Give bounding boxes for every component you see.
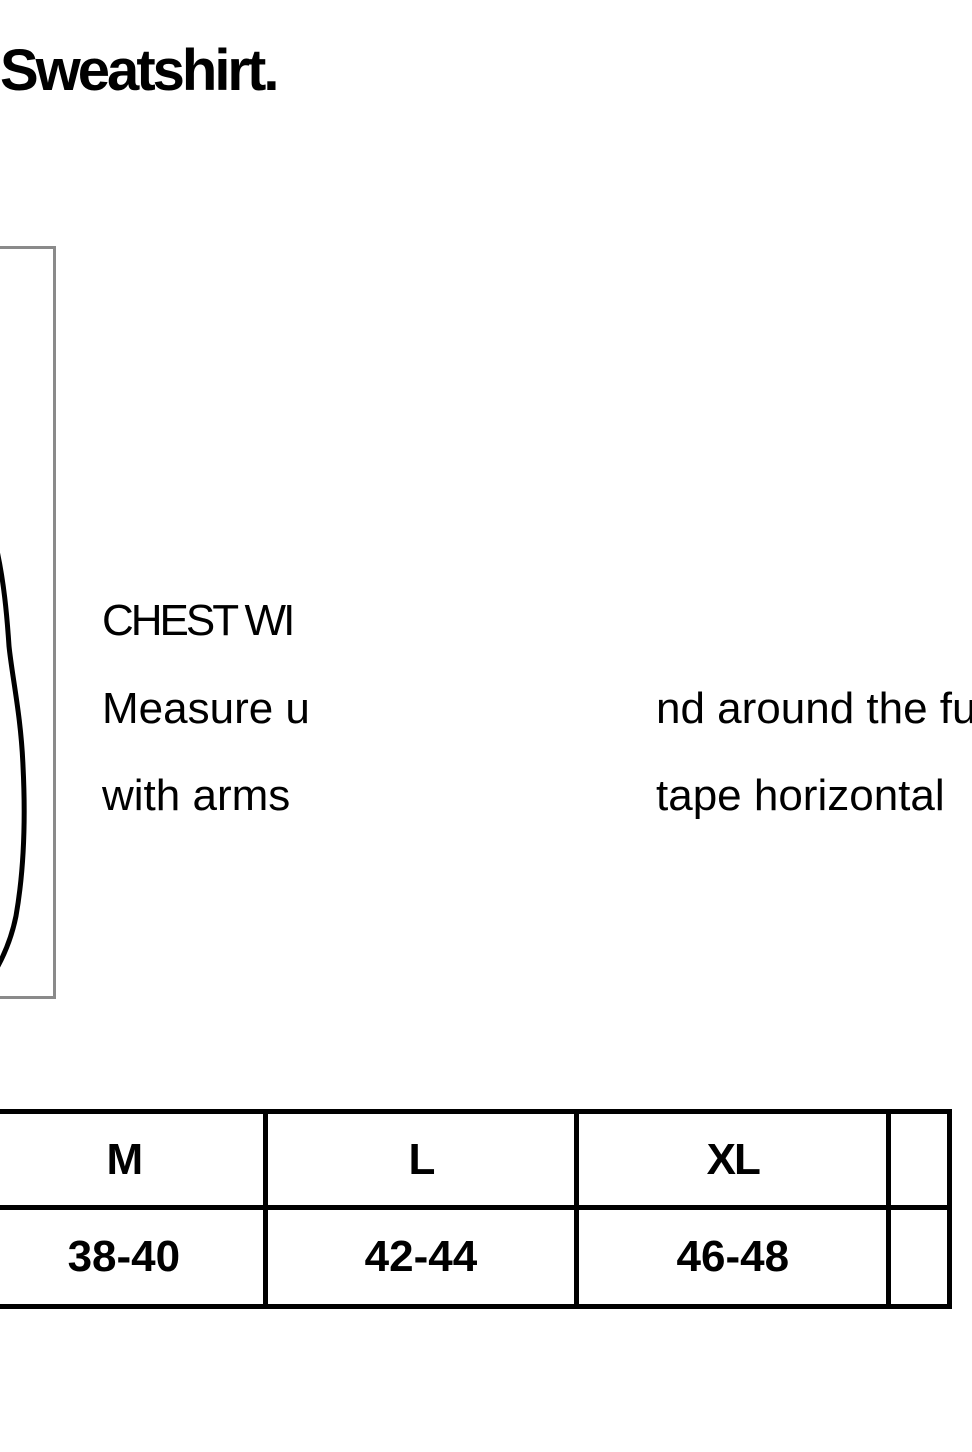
chest-values-row: 38-40 42-44 46-48 — [0, 1205, 952, 1309]
garment-outline-illustration — [0, 552, 27, 968]
measure-line-1-right: nd around the fu — [656, 684, 972, 733]
page-title: Sweatshirt. — [0, 38, 279, 103]
size-cell-xl: XL — [574, 1109, 892, 1210]
measure-line-2-left: with arms — [102, 771, 291, 820]
size-header-row: M L XL — [0, 1109, 952, 1210]
figure-frame — [0, 246, 56, 999]
chest-cell-xl: 46-48 — [574, 1205, 892, 1309]
chest-cell-next — [886, 1205, 952, 1309]
chest-cell-l: 42-44 — [262, 1205, 580, 1309]
chest-cell-m: 38-40 — [0, 1205, 268, 1309]
measure-heading: CHEST WI — [102, 596, 295, 645]
size-cell-l: L — [262, 1109, 580, 1210]
measure-line-2: with arms tape horizontal — [0, 774, 972, 824]
measure-line-2-right: tape horizontal — [656, 771, 945, 820]
size-cell-m: M — [0, 1109, 268, 1210]
measure-line-1-left: Measure u — [102, 684, 310, 733]
measure-line-1: Measure u nd around the fu — [0, 687, 972, 737]
size-cell-next — [886, 1109, 952, 1210]
size-chart-table: M L XL 38-40 42-44 46-48 — [0, 1109, 952, 1309]
